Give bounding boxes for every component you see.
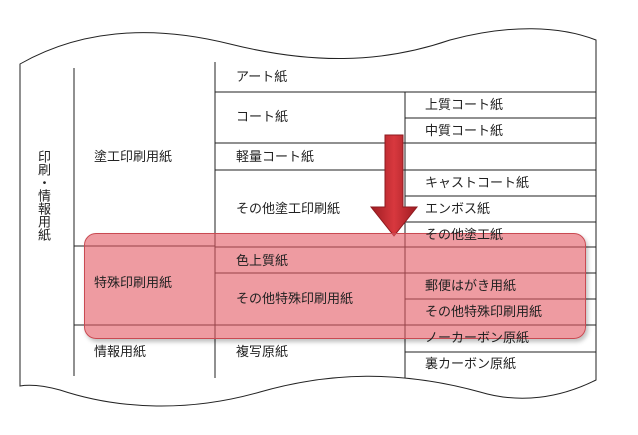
level3-woodfree-coat: 上質コート紙 [425, 98, 504, 113]
level2-other-special: その他特殊印刷用紙 [236, 292, 354, 307]
level1-info: 情報用紙 [94, 345, 147, 360]
level3-other-coated-paper: その他塗工紙 [425, 228, 504, 243]
level3-postcard: 郵便はがき用紙 [425, 279, 517, 294]
level1-special: 特殊印刷用紙 [94, 276, 173, 291]
level3-medium-coat: 中質コート紙 [425, 124, 504, 139]
level2-color-woodfree: 色上質紙 [236, 254, 289, 269]
level2-coat: コート紙 [236, 110, 289, 125]
level2-other-coated: その他塗工印刷紙 [236, 202, 341, 217]
down-arrow-icon [369, 134, 419, 237]
level1-coated: 塗工印刷用紙 [94, 150, 173, 165]
highlight-band [84, 233, 586, 339]
level3-emboss: エンボス紙 [425, 202, 491, 217]
level2-light-coat: 軽量コート紙 [236, 150, 315, 165]
level3-back-carbon: 裏カーボン原紙 [425, 357, 517, 372]
level2-art: アート紙 [236, 70, 288, 85]
level3-carbonless: ノーカーボン原紙 [425, 331, 530, 346]
level2-copy-base: 複写原紙 [236, 345, 289, 360]
level3-other-special-paper: その他特殊印刷用紙 [425, 305, 543, 320]
level3-cast-coat: キャストコート紙 [425, 176, 530, 191]
root-label: 印刷・情報用紙 [35, 150, 50, 241]
